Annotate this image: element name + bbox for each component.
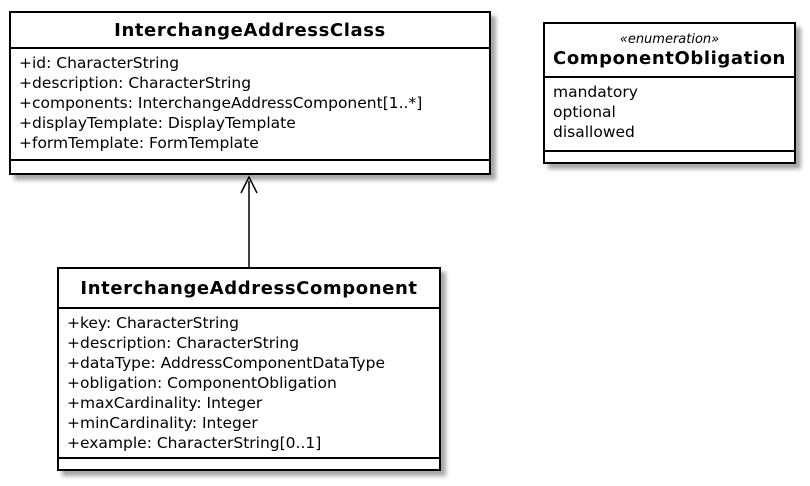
attribute: +description: CharacterString	[19, 74, 252, 92]
enum-literal: optional	[553, 103, 616, 121]
attribute: +key: CharacterString	[67, 314, 239, 332]
class-interchange-address-component[interactable]: InterchangeAddressComponent +key: Charac…	[57, 267, 441, 471]
attribute: +obligation: ComponentObligation	[67, 374, 337, 392]
attribute: +example: CharacterString[0..1]	[67, 434, 322, 452]
attribute: +maxCardinality: Integer	[67, 394, 263, 412]
enum-literal: mandatory	[553, 83, 638, 101]
operation-compartment	[545, 152, 794, 164]
class-component-obligation[interactable]: «enumeration» ComponentObligation mandat…	[543, 22, 796, 164]
enum-literal: disallowed	[553, 123, 635, 141]
attribute: +components: InterchangeAddressComponent…	[19, 94, 423, 112]
attribute: +dataType: AddressComponentDataType	[67, 354, 385, 372]
stereotype-label: «enumeration»	[619, 32, 720, 47]
class-name: InterchangeAddressComponent	[59, 269, 439, 309]
arrowhead-icon	[240, 175, 258, 194]
operation-compartment	[11, 161, 489, 173]
class-header: «enumeration» ComponentObligation	[545, 24, 794, 78]
enum-literal-compartment: mandatory optional disallowed	[545, 78, 794, 152]
attribute: +id: CharacterString	[19, 54, 180, 72]
operation-compartment	[59, 459, 439, 471]
attribute-compartment: +key: CharacterString +description: Char…	[59, 309, 439, 459]
class-name: ComponentObligation	[553, 48, 786, 69]
attribute: +minCardinality: Integer	[67, 414, 258, 432]
association-component-to-class	[240, 175, 258, 267]
attribute-compartment: +id: CharacterString +description: Chara…	[11, 49, 489, 161]
attribute: +displayTemplate: DisplayTemplate	[19, 114, 296, 132]
class-interchange-address-class[interactable]: InterchangeAddressClass +id: CharacterSt…	[9, 11, 491, 175]
attribute: +description: CharacterString	[67, 334, 300, 352]
attribute: +formTemplate: FormTemplate	[19, 134, 259, 152]
class-name: InterchangeAddressClass	[11, 13, 489, 49]
